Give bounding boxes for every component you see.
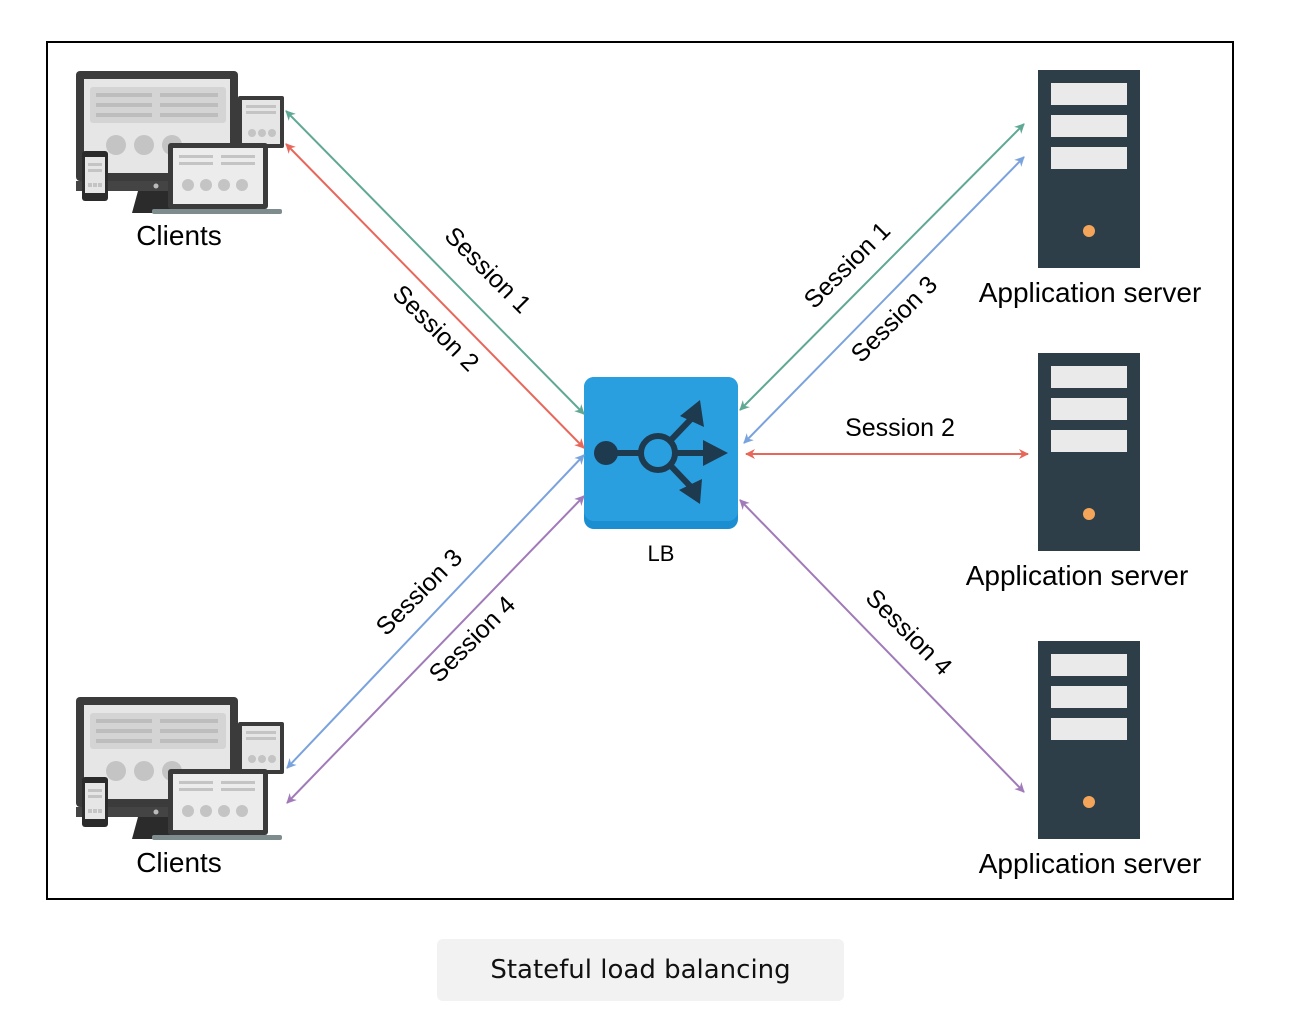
clients-bottom-label: Clients <box>136 847 222 878</box>
session-4-left-arrow <box>286 495 585 804</box>
session-3-right-label: Session 3 <box>846 271 943 368</box>
clients-bottom-icon <box>76 697 284 840</box>
session-4-left-label: Session 4 <box>424 591 522 689</box>
session-3-right-arrow <box>743 156 1025 444</box>
application-server-middle-icon <box>1038 353 1140 551</box>
session-4-right-arrow <box>739 499 1025 793</box>
application-server-top-label: Application server <box>979 277 1202 308</box>
application-server-middle-label: Application server <box>966 560 1189 591</box>
load-balancer-icon <box>584 377 738 529</box>
session-1-right-label: Session 1 <box>799 217 896 314</box>
clients-top-label: Clients <box>136 220 222 251</box>
session-2-right-label: Session 2 <box>845 414 955 442</box>
session-2-left-label: Session 2 <box>387 280 484 377</box>
session-3-left-arrow <box>286 454 585 769</box>
session-1-left-label: Session 1 <box>439 222 536 319</box>
lb-label: LB <box>648 541 675 566</box>
session-1-left-arrow <box>285 110 585 415</box>
session-1-right-arrow <box>739 123 1025 411</box>
application-server-bottom-label: Application server <box>979 848 1202 879</box>
session-4-right-label: Session 4 <box>860 584 958 682</box>
session-2-left-arrow <box>285 143 585 449</box>
diagram-frame <box>46 41 1234 900</box>
clients-top-icon <box>76 71 284 214</box>
application-server-top-icon <box>1038 70 1140 268</box>
application-server-bottom-icon <box>1038 641 1140 839</box>
figure-caption: Stateful load balancing <box>437 939 844 1001</box>
